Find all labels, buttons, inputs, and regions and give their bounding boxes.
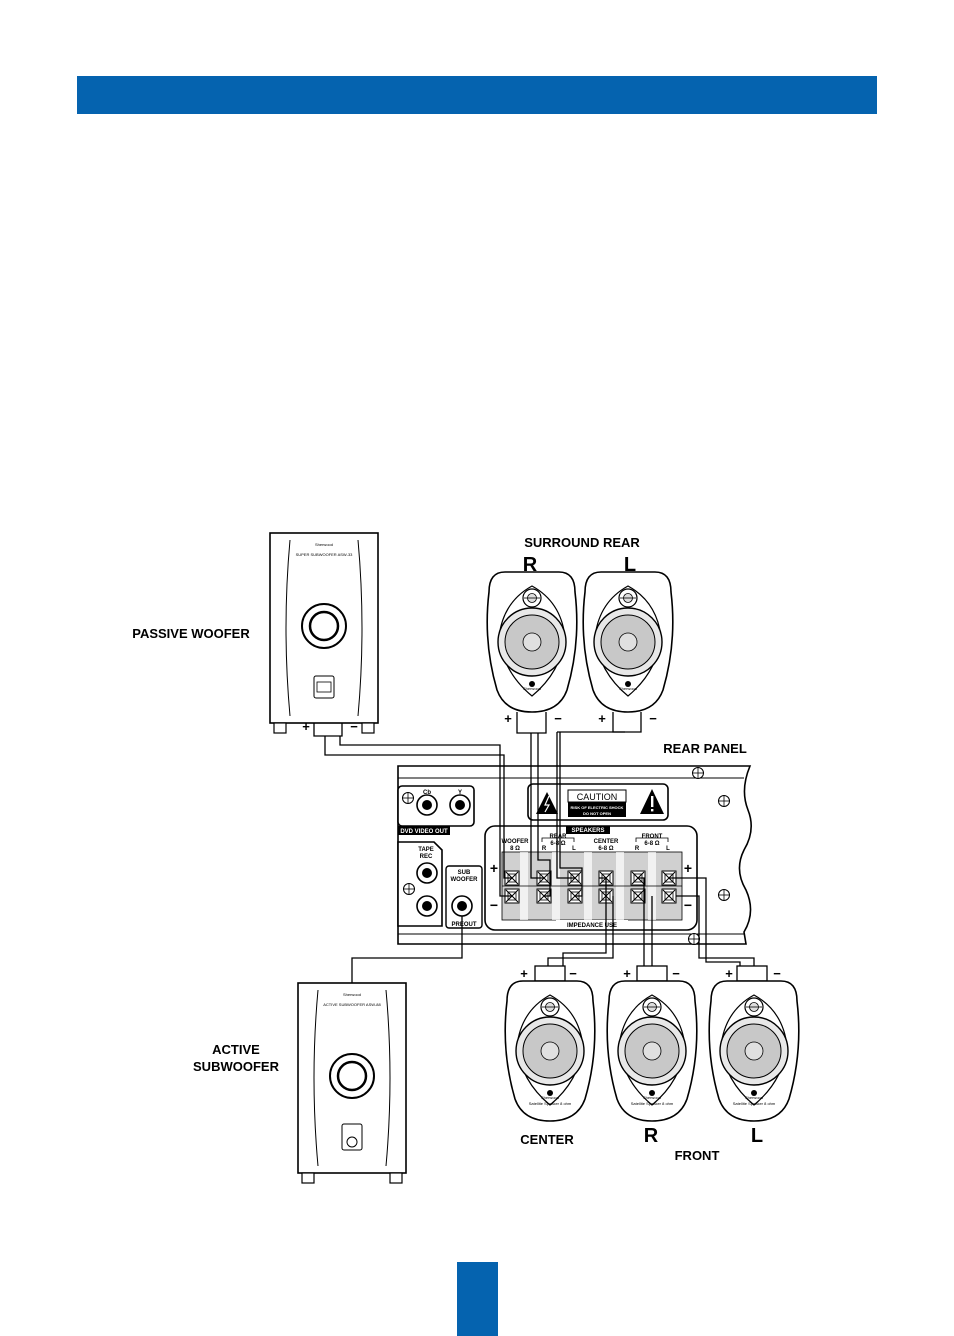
speaker-wiring — [313, 712, 755, 983]
active-subwoofer-label-1: ACTIVE — [212, 1042, 260, 1057]
front-r-speaker-plus: + — [623, 966, 631, 981]
speakers-label: SPEAKERS — [571, 828, 604, 834]
active-sub-model: ACTIVE SUBWOOFER ASW-88 — [323, 1002, 381, 1007]
risk-label-1: RISK OF ELECTRIC SHOCK — [571, 805, 624, 810]
header-bar — [77, 76, 877, 114]
active-subwoofer-cabinet: Sherwood ACTIVE SUBWOOFER ASW-88 — [297, 982, 407, 1184]
tape-rec-label-2: REC — [420, 854, 433, 860]
tape-rec-label-1: TAPE — [418, 847, 434, 853]
center-speaker — [504, 980, 596, 1122]
risk-label-2: DO NOT OPEN — [583, 811, 611, 816]
center-speaker-badge: Satellite Speaker 8 ohm — [529, 1101, 572, 1106]
rear-left-plus: + — [598, 711, 606, 726]
surround-rear-label: SURROUND REAR — [524, 535, 640, 550]
front-right-speaker — [606, 980, 698, 1122]
center-group-impedance: 6-8 Ω — [598, 846, 613, 852]
center-speaker-plus: + — [520, 966, 528, 981]
surround-rear-right-speaker — [486, 571, 578, 713]
terminal-plus-right: + — [684, 860, 692, 876]
page-number-tab — [457, 1262, 498, 1336]
front-left-speaker — [708, 980, 800, 1122]
front-r-speaker-minus: − — [672, 966, 680, 981]
surround-rear-left-speaker — [582, 571, 674, 713]
terminal-front-r-minus — [630, 888, 646, 904]
rear-group-label: REAR — [549, 834, 567, 840]
dvd-cb-label: Cb — [423, 790, 431, 796]
rear-left-minus: − — [649, 711, 657, 726]
center-group-label: CENTER — [594, 839, 619, 845]
surround-rear-r-label: R — [523, 554, 538, 576]
dvd-y-label: Y — [458, 790, 462, 796]
sub-woofer-label-1: SUB — [458, 870, 471, 876]
rear-left-brand: Sherwood — [619, 686, 637, 691]
woofer-impedance: 8 Ω — [510, 846, 520, 852]
front-l-terminal-label: L — [666, 846, 670, 852]
caution-label: CAUTION — [577, 792, 618, 802]
front-r-terminal-label: R — [635, 846, 640, 852]
front-label: FRONT — [675, 1148, 720, 1163]
front-right-badge: Satellite Speaker 8 ohm — [631, 1101, 674, 1106]
front-r-label: R — [644, 1125, 659, 1147]
surround-rear-l-label: L — [624, 554, 636, 576]
rear-l-terminal-label: L — [572, 846, 576, 852]
impedance-use-label: IMPEDANCE USE — [567, 923, 617, 929]
rear-right-brand: Sherwood — [523, 686, 541, 691]
terminal-minus-right: − — [684, 897, 692, 913]
center-label: CENTER — [520, 1132, 574, 1147]
receiver-rear-panel: Cb Y DVD VIDEO OUT TAPE REC SUB WOOFER P… — [397, 765, 752, 945]
woofer-label: WOOFER — [502, 839, 530, 845]
passive-woofer-minus: − — [350, 719, 358, 734]
sub-woofer-label-2: WOOFER — [451, 877, 479, 883]
rear-panel-label: REAR PANEL — [663, 741, 747, 756]
passive-woofer-brand: Sherwood — [315, 542, 333, 547]
passive-woofer-model: SUPER SUBWOOFER ASW-33 — [296, 552, 354, 557]
center-speaker-minus: − — [569, 966, 577, 981]
front-l-speaker-plus: + — [725, 966, 733, 981]
preout-label: PREOUT — [451, 922, 476, 928]
front-group-label: FRONT — [642, 834, 663, 840]
terminal-plus-left: + — [490, 860, 498, 876]
center-speaker-brand: Sherwood — [541, 1095, 559, 1100]
front-group-impedance: 6-8 Ω — [644, 841, 659, 847]
front-right-brand: Sherwood — [643, 1095, 661, 1100]
front-left-brand: Sherwood — [745, 1095, 763, 1100]
front-l-label: L — [751, 1125, 763, 1147]
active-subwoofer-label-2: SUBWOOFER — [193, 1059, 280, 1074]
front-l-speaker-minus: − — [773, 966, 781, 981]
terminal-front-l-minus — [661, 888, 677, 904]
passive-woofer-cabinet: Sherwood SUPER SUBWOOFER ASW-33 — [269, 532, 379, 734]
rear-r-terminal-label: R — [542, 846, 547, 852]
front-left-badge: Satellite Speaker 8 ohm — [733, 1101, 776, 1106]
rear-right-minus: − — [554, 711, 562, 726]
rear-right-plus: + — [504, 711, 512, 726]
passive-woofer-plus: + — [302, 719, 310, 734]
rear-group-impedance: 6-8 Ω — [550, 841, 565, 847]
passive-woofer-label: PASSIVE WOOFER — [132, 626, 250, 641]
terminal-minus-left: − — [490, 897, 498, 913]
active-sub-brand: Sherwood — [343, 992, 361, 997]
dvd-video-out-label: DVD VIDEO OUT — [400, 829, 448, 835]
